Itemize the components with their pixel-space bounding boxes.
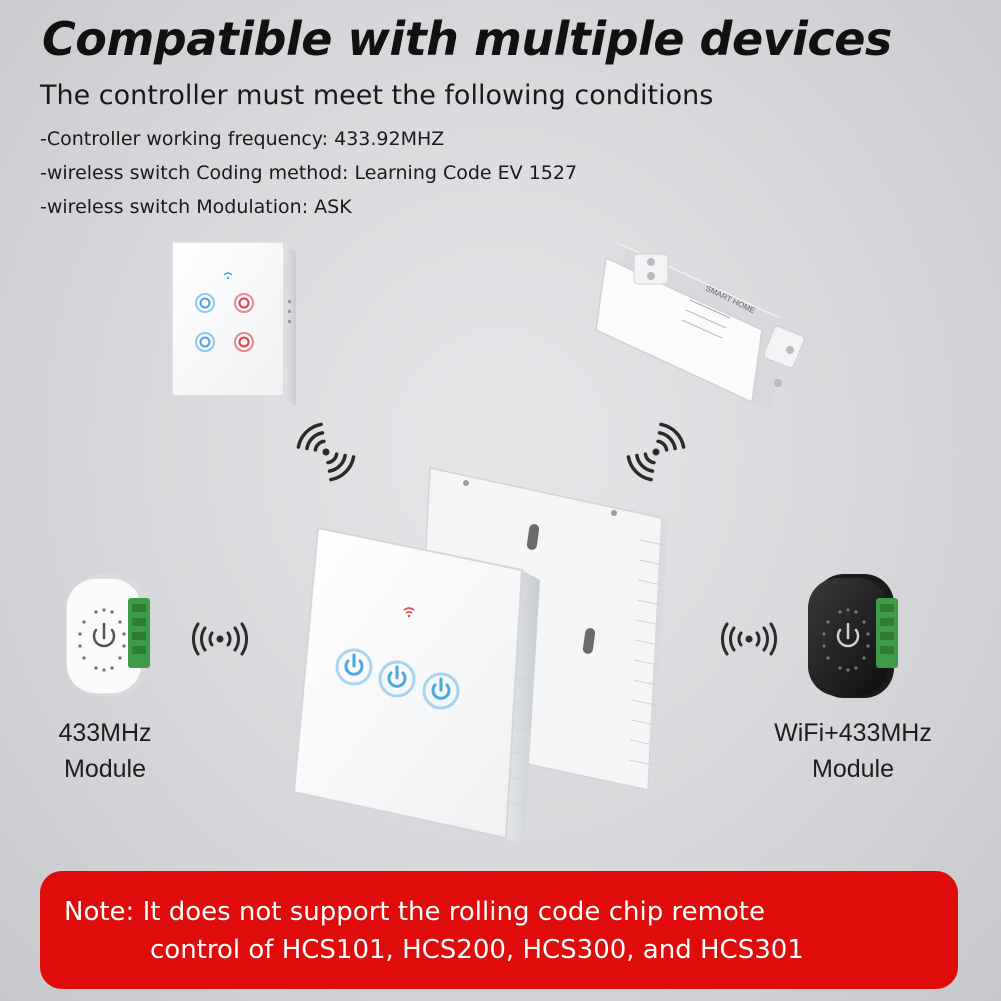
right-module-label-line2: Module: [812, 755, 894, 783]
note-line1: Note: It does not support the rolling co…: [64, 897, 765, 927]
wireless-signal-icon: [191, 622, 249, 656]
touch-switch-4gang: [171, 241, 296, 406]
power-icon: [92, 622, 116, 648]
left-module-label: 433MHz Module: [40, 715, 170, 787]
right-module-label: WiFi+433MHz Module: [758, 715, 948, 787]
module-wifi-433mhz-black: [808, 574, 898, 698]
wireless-signal-icon: [296, 422, 356, 482]
note-banner: Note: It does not support the rolling co…: [40, 871, 958, 989]
right-module-label-line1: WiFi+433MHz: [774, 719, 932, 747]
page-subtitle: The controller must meet the following c…: [40, 80, 714, 111]
power-icon: [836, 622, 860, 648]
wireless-signal-icon: [626, 422, 686, 482]
touch-switch-3gang: [292, 526, 540, 848]
condition-frequency: -Controller working frequency: 433.92MHZ: [40, 128, 445, 150]
power-icon: [195, 293, 254, 352]
condition-modulation: -wireless switch Modulation: ASK: [40, 196, 352, 218]
note-line2: control of HCS101, HCS200, HCS300, and H…: [150, 935, 804, 965]
left-module-label-line1: 433MHz: [58, 719, 152, 747]
power-icon: [335, 648, 460, 710]
condition-coding: -wireless switch Coding method: Learning…: [40, 162, 578, 184]
module-433mhz-white: [65, 574, 150, 696]
smart-relay-box: SMART HOME: [595, 242, 805, 410]
wireless-signal-icon: [720, 622, 778, 656]
left-module-label-line2: Module: [64, 755, 146, 783]
page-title: Compatible with multiple devices: [42, 12, 892, 66]
conditions-list: -Controller working frequency: 433.92MHZ…: [40, 122, 577, 224]
wifi-icon: [223, 272, 233, 280]
wifi-icon: [403, 607, 415, 618]
